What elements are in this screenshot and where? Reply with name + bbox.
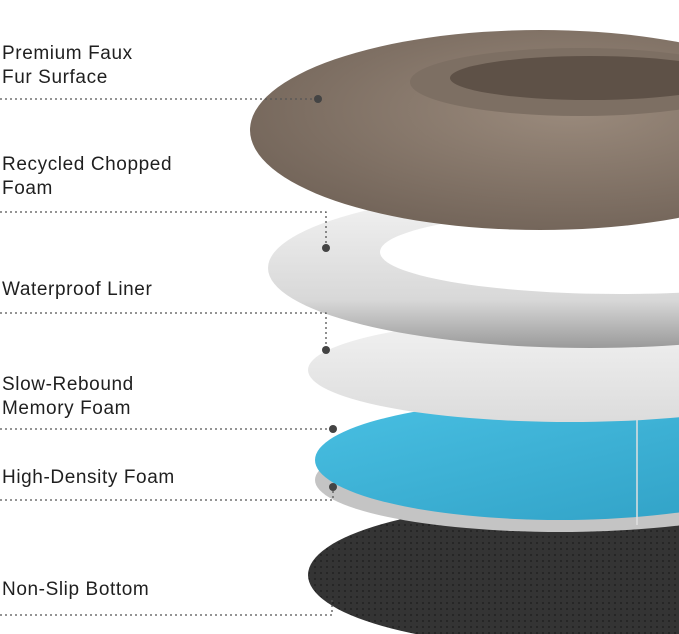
non-slip-bottom-layer — [308, 503, 679, 634]
label-line: Recycled Chopped — [2, 154, 173, 175]
faux-fur-layer — [250, 30, 679, 230]
label-waterproof-liner: Waterproof Liner — [2, 278, 152, 302]
label-line: Slow-Rebound — [2, 374, 134, 395]
high-density-foam-layer — [315, 400, 679, 532]
label-line: High-Density Foam — [2, 467, 175, 488]
label-line: Premium Faux — [2, 43, 133, 64]
label-line: Non-Slip Bottom — [2, 579, 150, 600]
label-recycled-foam: Recycled Chopped Foam — [2, 153, 172, 201]
label-line: Memory Foam — [2, 398, 132, 419]
label-non-slip-bottom: Non-Slip Bottom — [2, 578, 149, 602]
label-memory-foam: Slow-Rebound Memory Foam — [2, 373, 134, 421]
label-faux-fur: Premium Faux Fur Surface — [2, 42, 133, 90]
connector-lines — [0, 98, 334, 616]
label-line: Fur Surface — [2, 67, 108, 88]
connector-dots — [314, 95, 337, 491]
label-line: Foam — [2, 178, 53, 199]
label-line: Waterproof Liner — [2, 279, 153, 300]
label-high-density-foam: High-Density Foam — [2, 466, 175, 490]
